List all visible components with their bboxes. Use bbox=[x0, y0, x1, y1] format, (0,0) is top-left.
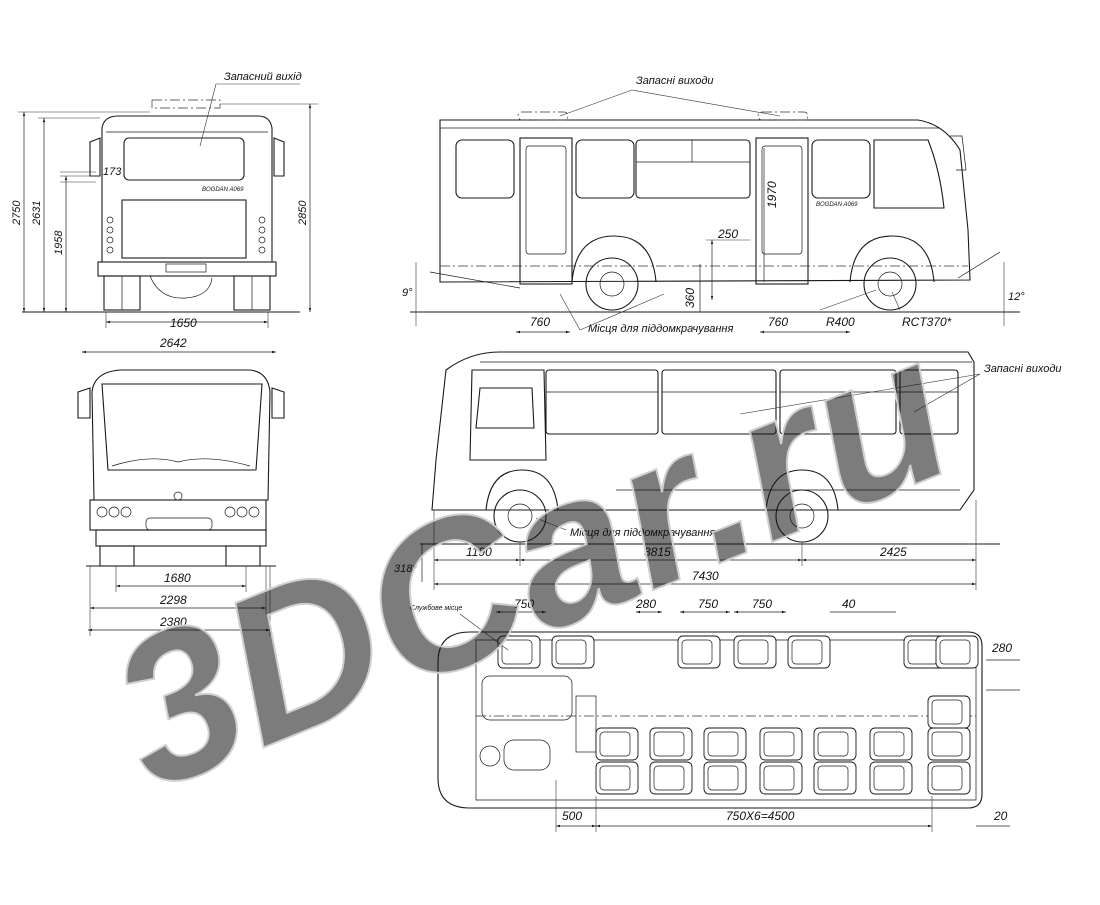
dim-2850: 2850 bbox=[297, 200, 309, 226]
dim-1650: 1650 bbox=[170, 316, 197, 330]
passenger-seat bbox=[551, 635, 595, 669]
passenger-seat bbox=[497, 635, 541, 669]
passenger-seat bbox=[869, 761, 913, 795]
plan-dim-750a: 750 bbox=[514, 597, 534, 611]
side-left-emergency-exits-label: Запасні виходи bbox=[984, 363, 1062, 375]
plan-dim-row: 750X6=4500 bbox=[726, 809, 795, 823]
rear-brand-text: BOGDAN A069 bbox=[202, 187, 244, 193]
passenger-seat bbox=[703, 761, 747, 795]
passenger-seat bbox=[595, 727, 639, 761]
angle-9: 9° bbox=[402, 287, 413, 299]
passenger-seat bbox=[595, 761, 639, 795]
dim-2642: 2642 bbox=[159, 336, 187, 350]
plan-dim-500: 500 bbox=[562, 809, 582, 823]
dim-2750: 2750 bbox=[11, 200, 23, 226]
passenger-seat bbox=[927, 761, 971, 795]
dim-1958: 1958 bbox=[53, 230, 65, 255]
passenger-seat bbox=[813, 727, 857, 761]
rear-emergency-exit-label: Запасний вихід bbox=[224, 71, 302, 83]
passenger-seat bbox=[813, 761, 857, 795]
dim-2425: 2425 bbox=[879, 545, 907, 559]
passenger-seat bbox=[787, 635, 831, 669]
passenger-seat bbox=[759, 727, 803, 761]
front-view: 1680 2298 2380 bbox=[77, 369, 285, 636]
side-brand-text: BOGDAN A069 bbox=[816, 202, 858, 208]
passenger-seat bbox=[649, 761, 693, 795]
passenger-seat bbox=[927, 727, 971, 761]
plan-dim-20: 20 bbox=[993, 809, 1008, 823]
passenger-seat bbox=[677, 635, 721, 669]
dim-173: 173 bbox=[103, 166, 122, 178]
dim-7430: 7430 bbox=[692, 569, 719, 583]
side-right-emergency-exits-label: Запасні виходи bbox=[636, 75, 714, 87]
passenger-seat bbox=[733, 635, 777, 669]
plan-dimensions: 750 280 750 750 40 280 500 750X6=4500 20… bbox=[410, 597, 1020, 832]
dim-1970: 1970 bbox=[765, 181, 779, 208]
plan-seats bbox=[497, 635, 979, 795]
passenger-seat bbox=[703, 727, 747, 761]
dim-760-right: 760 bbox=[768, 315, 788, 329]
dim-760-left: 760 bbox=[530, 315, 550, 329]
side-left-jacking-label: Місця для піддомкрачування bbox=[570, 527, 715, 539]
angle-12: 12° bbox=[1008, 291, 1025, 303]
dim-3815: 3815 bbox=[644, 545, 671, 559]
plan-dim-280a: 280 bbox=[635, 597, 656, 611]
rear-view: BOGDAN A069 2750 2631 1958 2850 173 1650… bbox=[11, 71, 318, 354]
plan-dim-750c: 750 bbox=[752, 597, 772, 611]
passenger-seat bbox=[649, 727, 693, 761]
dim-rct370: RCT370* bbox=[902, 315, 952, 329]
passenger-seat bbox=[869, 727, 913, 761]
plan-dim-280b: 280 bbox=[991, 641, 1012, 655]
service-seat-label: Службове місце bbox=[410, 604, 462, 612]
plan-dim-40: 40 bbox=[842, 597, 856, 611]
passenger-seat bbox=[935, 635, 979, 669]
dim-2631: 2631 bbox=[31, 201, 43, 226]
passenger-seat bbox=[927, 695, 971, 729]
dim-2298: 2298 bbox=[159, 593, 187, 607]
side-view-right: BOGDAN A069 Запасні виходи 1970 250 360 … bbox=[402, 75, 1025, 335]
dim-1190: 1190 bbox=[466, 545, 492, 559]
passenger-seat bbox=[903, 635, 947, 669]
side-view-left: Запасні виходи Місця для піддомкрачуванн… bbox=[394, 351, 1062, 590]
dim-2380: 2380 bbox=[159, 615, 187, 629]
dim-360: 360 bbox=[683, 288, 697, 308]
dim-r400: R400 bbox=[826, 315, 855, 329]
dim-1680: 1680 bbox=[164, 571, 191, 585]
passenger-seat bbox=[759, 761, 803, 795]
side-right-jacking-label: Місця для піддомкрачування bbox=[588, 323, 733, 335]
plan-dim-750b: 750 bbox=[698, 597, 718, 611]
dim-318: 318* bbox=[394, 563, 417, 575]
dim-250: 250 bbox=[717, 227, 738, 241]
